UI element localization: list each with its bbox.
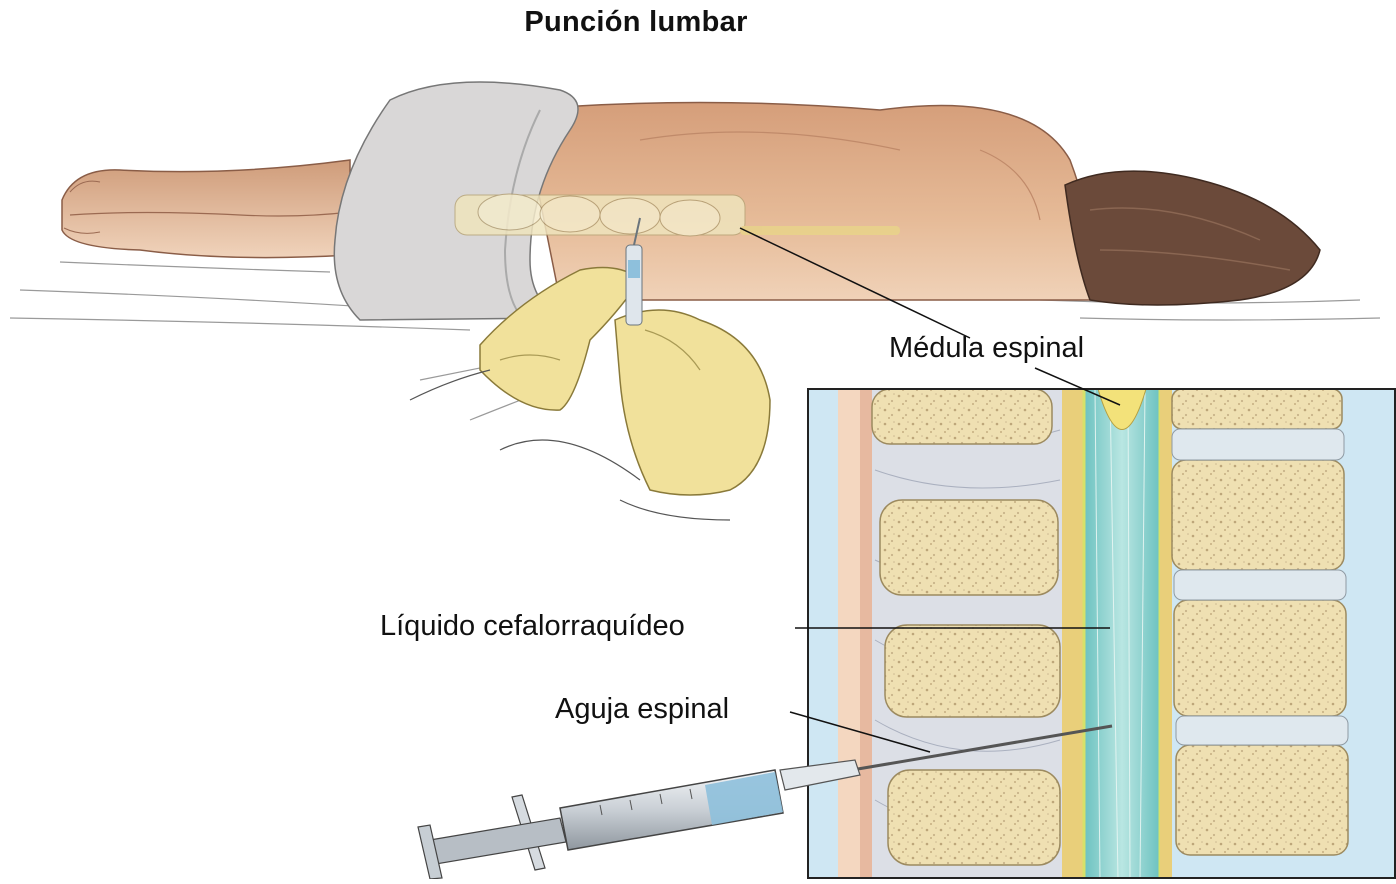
label-spinal-cord: Médula espinal [889,332,1084,365]
label-cerebrospinal-fluid: Líquido cefalorraquídeo [380,610,685,643]
label-spinal-needle: Aguja espinal [555,693,729,726]
patient-hair [1065,171,1320,305]
patient-legs [62,160,350,258]
spine-cross-section-inset [808,389,1396,879]
diagram-title: Punción lumbar [0,6,1334,39]
